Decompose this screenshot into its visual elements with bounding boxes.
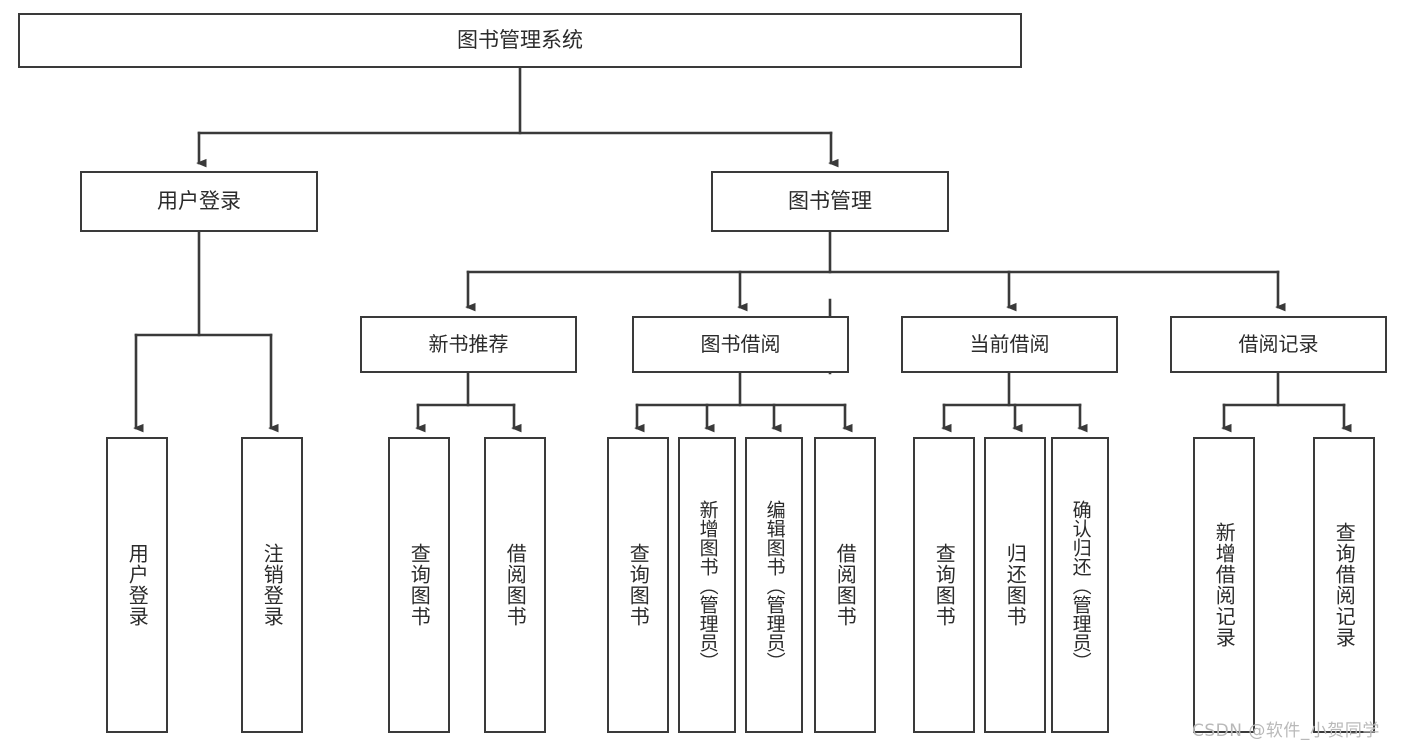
connector-group-new-book-recommend bbox=[418, 371, 514, 428]
node-leaf-query-book-1-label: 查询图书 bbox=[407, 543, 432, 627]
node-user-login-label: 用户登录 bbox=[157, 188, 241, 213]
node-current-borrow-label: 当前借阅 bbox=[969, 332, 1050, 357]
connector-group-book-borrow bbox=[637, 371, 845, 428]
node-book-borrow-label: 图书借阅 bbox=[700, 332, 781, 357]
node-borrow-record-label: 借阅记录 bbox=[1238, 332, 1319, 357]
node-leaf-confirm-return-admin-label: 确认归还（管理员） bbox=[1069, 499, 1092, 671]
node-book-manage-label: 图书管理 bbox=[788, 188, 872, 213]
connector-group-current-borrow bbox=[944, 371, 1080, 428]
node-leaf-user-login-label: 用户登录 bbox=[125, 543, 150, 627]
node-leaf-query-book-1[interactable]: 查询图书 bbox=[388, 437, 450, 733]
node-leaf-add-book-admin[interactable]: 新增图书（管理员） bbox=[678, 437, 736, 733]
node-leaf-query-book-3[interactable]: 查询图书 bbox=[913, 437, 975, 733]
node-leaf-query-book-3-label: 查询图书 bbox=[932, 543, 957, 627]
connector-group-book-manage bbox=[468, 230, 1278, 375]
node-leaf-add-borrow-record-label: 新增借阅记录 bbox=[1212, 522, 1237, 648]
node-current-borrow[interactable]: 当前借阅 bbox=[901, 316, 1118, 373]
connector-group-borrow-record bbox=[1224, 371, 1344, 428]
node-book-manage[interactable]: 图书管理 bbox=[711, 171, 949, 232]
node-leaf-return-book-label: 归还图书 bbox=[1003, 543, 1028, 627]
node-borrow-record[interactable]: 借阅记录 bbox=[1170, 316, 1387, 373]
node-leaf-query-book-2-label: 查询图书 bbox=[626, 543, 651, 627]
node-leaf-add-borrow-record[interactable]: 新增借阅记录 bbox=[1193, 437, 1255, 733]
node-leaf-edit-book-admin[interactable]: 编辑图书（管理员） bbox=[745, 437, 803, 733]
node-root[interactable]: 图书管理系统 bbox=[18, 13, 1022, 68]
node-leaf-borrow-book-2[interactable]: 借阅图书 bbox=[814, 437, 876, 733]
node-leaf-query-book-2[interactable]: 查询图书 bbox=[607, 437, 669, 733]
node-leaf-return-book[interactable]: 归还图书 bbox=[984, 437, 1046, 733]
node-leaf-confirm-return-admin[interactable]: 确认归还（管理员） bbox=[1051, 437, 1109, 733]
node-leaf-query-borrow-record[interactable]: 查询借阅记录 bbox=[1313, 437, 1375, 733]
node-leaf-borrow-book-1-label: 借阅图书 bbox=[503, 543, 528, 627]
connector-group-root bbox=[199, 66, 831, 163]
node-leaf-user-login[interactable]: 用户登录 bbox=[106, 437, 168, 733]
node-root-label: 图书管理系统 bbox=[457, 27, 583, 52]
node-leaf-add-book-admin-label: 新增图书（管理员） bbox=[696, 499, 719, 671]
node-new-book-recommend[interactable]: 新书推荐 bbox=[360, 316, 577, 373]
watermark-text: CSDN @软件_小贺同学 bbox=[1192, 721, 1380, 741]
node-leaf-user-logout-label: 注销登录 bbox=[260, 543, 285, 627]
node-new-book-recommend-label: 新书推荐 bbox=[428, 332, 509, 357]
node-leaf-query-borrow-record-label: 查询借阅记录 bbox=[1332, 522, 1357, 648]
node-leaf-edit-book-admin-label: 编辑图书（管理员） bbox=[763, 499, 786, 671]
connector-group-user-login bbox=[136, 230, 271, 428]
node-leaf-borrow-book-1[interactable]: 借阅图书 bbox=[484, 437, 546, 733]
node-leaf-borrow-book-2-label: 借阅图书 bbox=[833, 543, 858, 627]
node-leaf-user-logout[interactable]: 注销登录 bbox=[241, 437, 303, 733]
node-user-login[interactable]: 用户登录 bbox=[80, 171, 318, 232]
node-book-borrow[interactable]: 图书借阅 bbox=[632, 316, 849, 373]
